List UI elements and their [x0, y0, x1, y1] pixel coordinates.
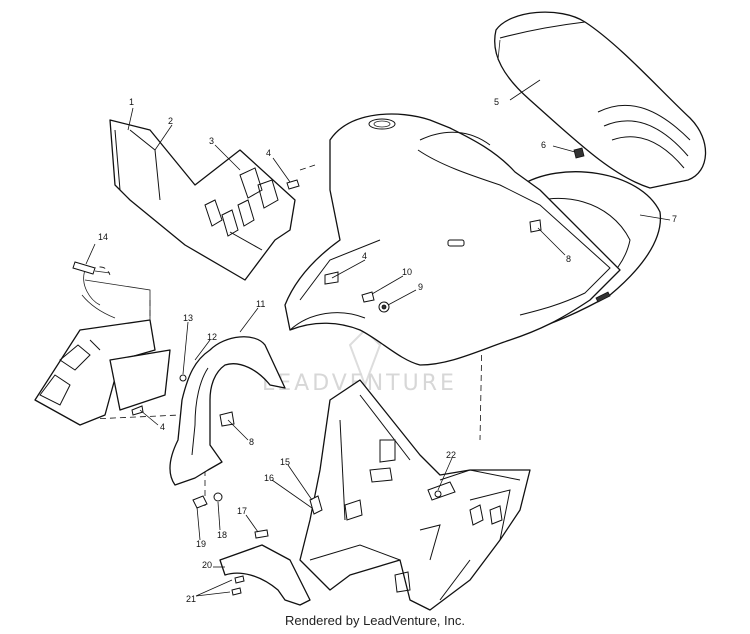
part-20-guard — [219, 544, 311, 606]
callout-22: 22 — [446, 450, 456, 460]
callout-20: 20 — [202, 560, 212, 570]
callouts: 1 2 3 4 5 6 7 8 4 10 9 11 12 13 14 4 8 1… — [98, 97, 677, 604]
callout-1: 1 — [129, 97, 134, 107]
callout-14: 14 — [98, 232, 108, 242]
render-credit: Rendered by LeadVenture, Inc. — [285, 613, 465, 628]
callout-6: 6 — [541, 140, 546, 150]
leader-lines — [85, 79, 671, 597]
callout-17: 17 — [237, 506, 247, 516]
part-5-seat — [494, 11, 707, 189]
callout-12: 12 — [207, 332, 217, 342]
left-footrest — [34, 269, 171, 426]
frame — [299, 379, 531, 611]
callout-13: 13 — [183, 313, 193, 323]
callout-7: 7 — [672, 214, 677, 224]
callout-2: 2 — [168, 116, 173, 126]
callout-11: 11 — [256, 299, 265, 309]
part-1-side-panel — [109, 119, 296, 281]
callout-4c: 4 — [160, 422, 165, 432]
callout-8b: 8 — [249, 437, 254, 447]
callout-15: 15 — [280, 457, 290, 467]
callout-21: 21 — [186, 594, 196, 604]
callout-5: 5 — [494, 97, 499, 107]
callout-9: 9 — [418, 282, 423, 292]
callout-4: 4 — [266, 148, 271, 158]
callout-19: 19 — [196, 539, 206, 549]
part-11-fender-flare — [169, 336, 286, 486]
callout-10: 10 — [402, 267, 412, 277]
callout-18: 18 — [217, 530, 227, 540]
hardware — [72, 147, 585, 596]
callout-3: 3 — [209, 136, 214, 146]
callout-4b: 4 — [362, 251, 367, 261]
callout-16: 16 — [264, 473, 274, 483]
front-fender-body — [284, 113, 621, 366]
callout-8: 8 — [566, 254, 571, 264]
